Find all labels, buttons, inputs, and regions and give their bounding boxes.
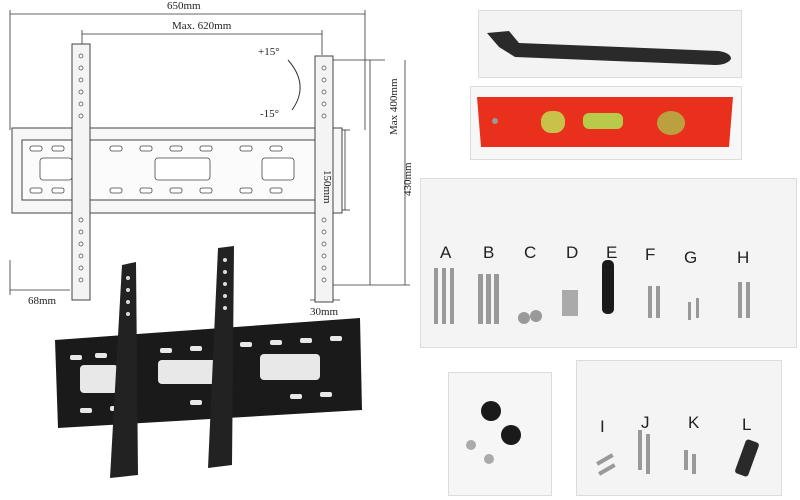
max-width-label: Max. 620mm [172,20,232,32]
height-label: 430mm [402,162,414,196]
part-label-i: I [600,417,605,436]
tilt-arc-icon [287,59,301,111]
depth-label: 68mm [28,295,57,307]
part-label-d: D [566,243,579,262]
gap-label: 30mm [310,306,339,318]
part-label-c: C [524,243,537,262]
part-label-k: K [688,413,700,432]
max-height-label: Max 400mm [388,78,400,135]
spirit-level-icon [477,97,733,147]
part-label-b: B [483,243,495,262]
part-label-j: J [641,413,650,432]
knob-bag [448,372,552,496]
width-label: 650mm [167,0,201,12]
mount-dimension-drawing [9,10,410,303]
level-bag [470,86,742,160]
velcro-strap-icon [487,31,731,65]
part-label-h: H [737,248,750,267]
tilt-up-label: +15° [258,46,280,58]
tilt-down-label: -15° [260,108,280,120]
spacing-label: 150mm [321,170,333,204]
part-label-f: F [645,245,656,264]
part-label-l: L [742,415,752,434]
knob-parts-icon [466,401,521,464]
tv-mount-photo [55,246,362,478]
hardware-parts-icon [434,260,750,324]
part-label-a: A [440,243,452,262]
part-label-g: G [684,248,698,267]
strap-bag [478,10,742,78]
small-hardware-icon [596,430,759,477]
part-label-e: E [606,243,618,262]
